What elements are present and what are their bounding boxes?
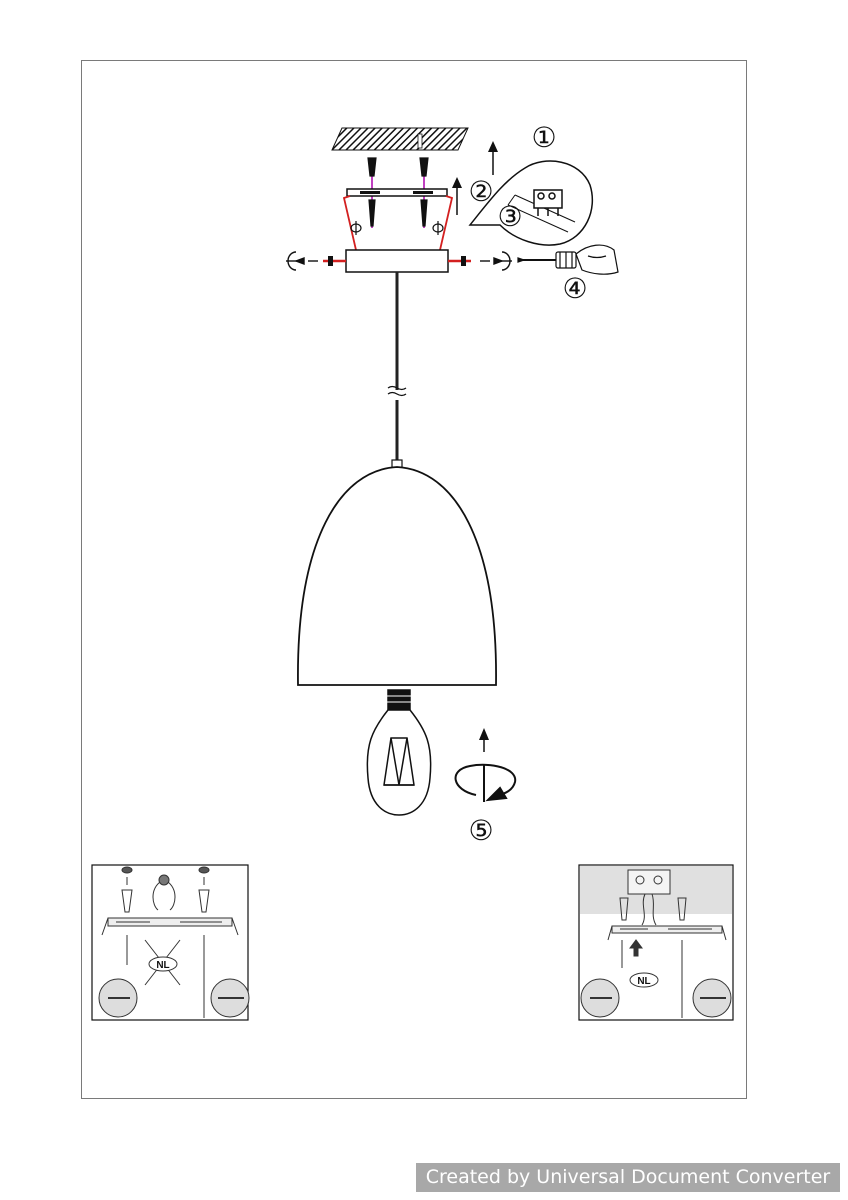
inset-left-badge: NL [156, 960, 169, 971]
canopy [345, 249, 449, 273]
step-3-label: ③ [497, 200, 522, 233]
unscrew-right-icon [480, 251, 512, 271]
up-arrow-icon [452, 177, 462, 215]
step-5-label: ⑤ [468, 814, 493, 847]
step-labels: ① ② ③ ④ ⑤ [468, 121, 587, 847]
up-arrow-icon [488, 141, 498, 175]
page-frame [81, 60, 747, 1099]
step-4-label: ④ [562, 272, 587, 305]
terminal-block-callout [468, 160, 594, 246]
unscrew-left-icon [286, 251, 318, 271]
screwdriver-icon [517, 244, 619, 275]
rotate-icon [454, 763, 517, 802]
red-wires [342, 195, 454, 259]
canopy-side-screws [323, 256, 471, 266]
watermark-banner: Created by Universal Document Converter [416, 1163, 840, 1192]
rotate-icon [350, 221, 444, 235]
light-bulb-icon [366, 689, 432, 816]
ceiling-hatch [331, 127, 469, 151]
inset-right: NL [578, 864, 734, 1021]
up-arrow-icon [479, 728, 489, 752]
suspension-cable [387, 272, 407, 462]
step-1-label: ① [531, 121, 556, 154]
mounting-bracket [346, 188, 448, 197]
lamp-shade [297, 459, 497, 686]
inset-left: NL [91, 864, 250, 1021]
step-2-label: ② [468, 175, 493, 208]
inset-right-badge: NL [637, 976, 650, 987]
